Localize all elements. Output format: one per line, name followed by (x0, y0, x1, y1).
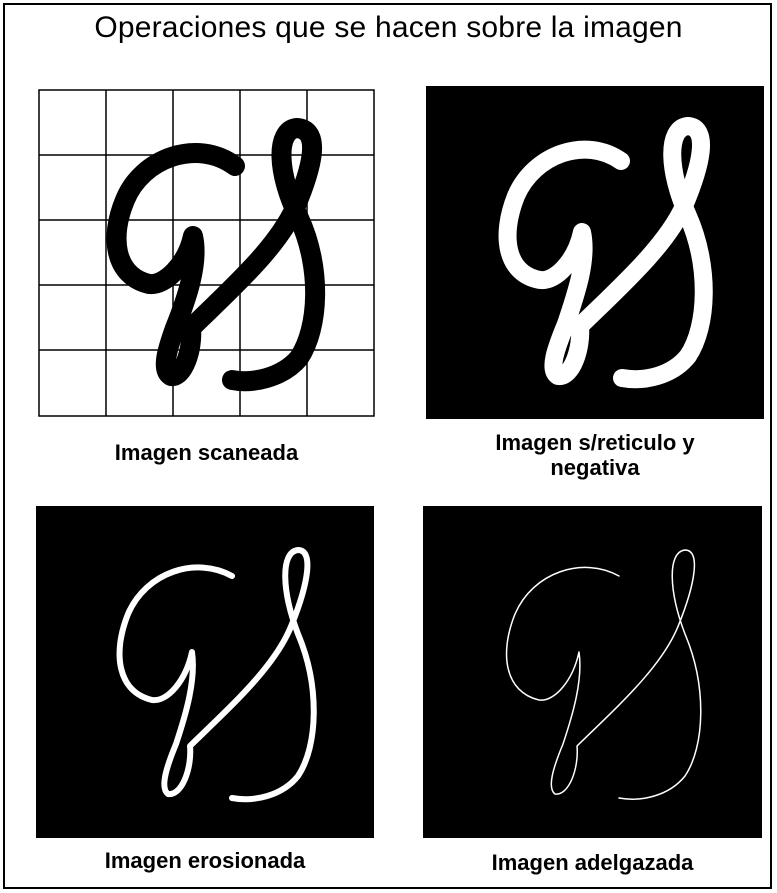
negative-image-svg (426, 86, 764, 419)
caption-thinned: Imagen adelgazada (423, 850, 762, 875)
caption-scanned: Imagen scaneada (37, 440, 376, 465)
thinned-image (423, 506, 762, 838)
caption-negative-line1: Imagen s/reticulo y (426, 430, 764, 455)
caption-negative: Imagen s/reticulo y negativa (426, 430, 764, 480)
caption-eroded: Imagen erosionada (36, 848, 374, 873)
figure-title: Operaciones que se hacen sobre la imagen (0, 11, 777, 45)
scanned-image (37, 88, 376, 418)
caption-eroded-line1: Imagen erosionada (36, 848, 374, 873)
eroded-image (36, 506, 374, 838)
thinned-background (423, 506, 762, 838)
eroded-background (36, 506, 374, 838)
eroded-image-svg (36, 506, 374, 838)
caption-negative-line2: negativa (426, 455, 764, 480)
caption-scanned-line1: Imagen scaneada (37, 440, 376, 465)
negative-image (426, 86, 764, 419)
caption-thinned-line1: Imagen adelgazada (423, 850, 762, 875)
negative-background (426, 86, 764, 419)
thinned-image-svg (423, 506, 762, 838)
scanned-background (37, 88, 376, 418)
scanned-image-svg (37, 88, 376, 418)
